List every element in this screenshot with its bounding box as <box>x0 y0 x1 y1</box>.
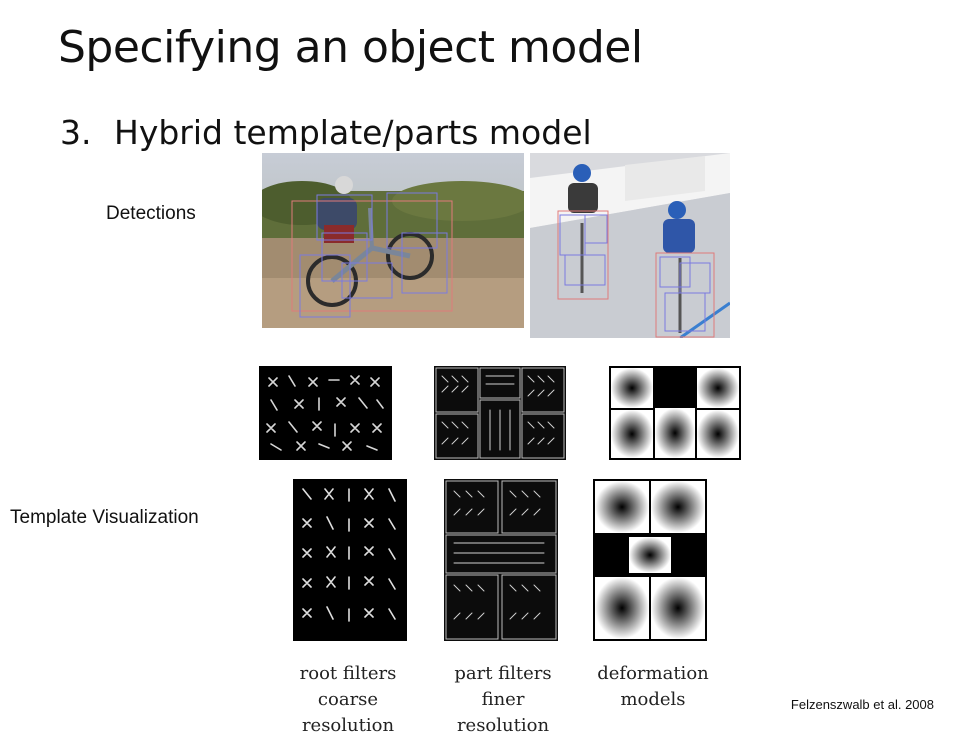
caption-deform-line1: deformation <box>597 663 709 684</box>
caption-root-line2: coarse resolution <box>301 689 395 736</box>
list-item-text: Hybrid template/parts model <box>114 113 592 152</box>
deformation-model-wide-visualization <box>609 366 741 460</box>
caption-deformation-models: deformation models <box>583 661 723 713</box>
caption-part-filters: part filters finer resolution <box>433 661 573 739</box>
deformation-pattern <box>595 481 705 639</box>
deformation-model-tall-visualization <box>593 479 707 641</box>
detection-photo-track-cyclists <box>530 153 730 338</box>
caption-deform-line2: models <box>620 689 686 710</box>
hog-pattern <box>302 488 396 622</box>
citation: Felzenszwalb et al. 2008 <box>790 697 934 712</box>
deformation-pattern <box>611 368 739 458</box>
slide-title: Specifying an object model <box>58 22 643 73</box>
detection-photo-biker <box>262 153 524 328</box>
hog-pattern <box>266 375 384 451</box>
list-item-hybrid-model: 3. Hybrid template/parts model <box>60 113 592 152</box>
hog-parts-pattern <box>435 367 565 459</box>
template-visualization-label: Template Visualization <box>10 507 199 528</box>
part-filter-tall-visualization <box>444 479 558 641</box>
part-filter-wide-visualization <box>434 366 566 460</box>
caption-part-line1: part filters <box>454 663 552 684</box>
caption-root-line1: root filters <box>299 663 397 684</box>
hog-parts-pattern <box>445 480 557 640</box>
root-filter-tall-visualization <box>293 479 407 641</box>
root-filter-wide-visualization <box>259 366 392 460</box>
caption-root-filters: root filters coarse resolution <box>278 661 418 739</box>
caption-part-line2: finer resolution <box>456 689 550 736</box>
detections-label: Detections <box>106 203 196 224</box>
list-item-number: 3. <box>60 113 92 152</box>
